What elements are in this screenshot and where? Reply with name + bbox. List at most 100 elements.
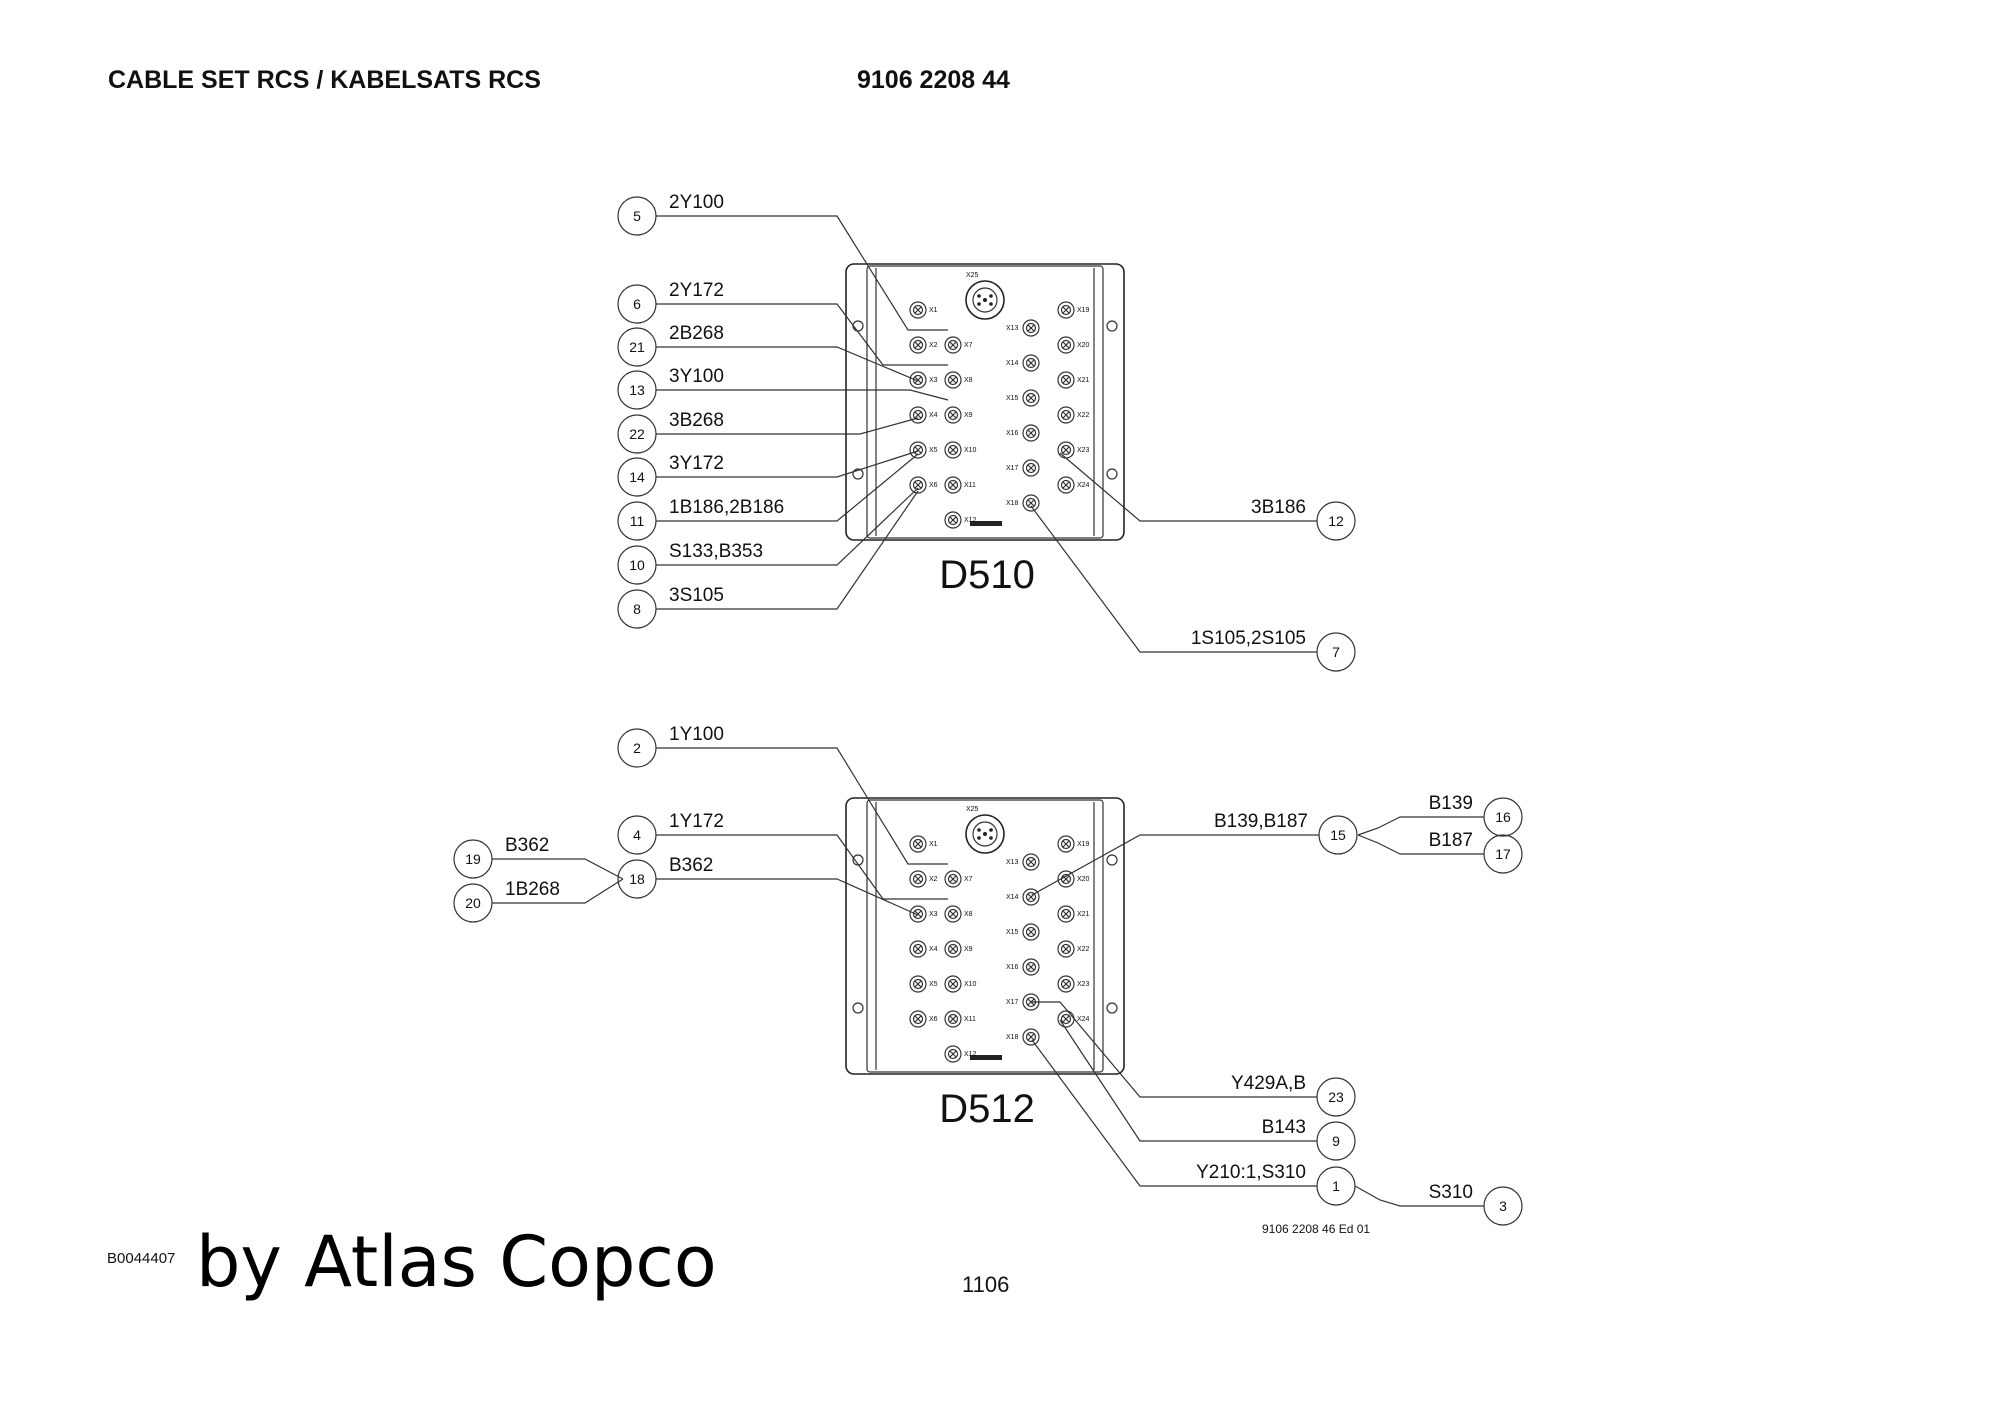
callout-bubble: [617, 457, 657, 497]
pin-label: X10: [964, 447, 977, 454]
pin-x12: X12: [944, 1045, 977, 1063]
pin-label: X17: [1006, 465, 1019, 472]
pin-label: X22: [1077, 412, 1090, 419]
mounting-hole: [1106, 854, 1118, 866]
unit-d512: X25 D512 X1X2X3X4X5X6X7X8X9X10X11X12X13X…: [492, 747, 1484, 1207]
callout-number: 19: [465, 851, 481, 867]
callout-bubble: [1316, 1166, 1356, 1206]
unit-d510: X25 D510 X1X2X3X4X5X6X7X8X9X10X11X12X13X…: [656, 215, 1317, 653]
pin-x24: X24: [1057, 476, 1090, 494]
pin-label: X16: [1006, 430, 1019, 437]
pin-x9: X9: [944, 406, 973, 424]
callout-number: 21: [629, 339, 645, 355]
pin-label: X23: [1077, 981, 1090, 988]
pin-label: X10: [964, 981, 977, 988]
callout-label: S310: [1429, 1182, 1473, 1203]
pin-label: X11: [964, 1016, 976, 1023]
pin-x20: X20: [1057, 870, 1090, 888]
pin-label: X6: [929, 482, 938, 489]
pin-x23: X23: [1057, 441, 1090, 459]
pin-label: X3: [929, 911, 938, 918]
pin-x7: X7: [944, 870, 973, 888]
edition-note: 9106 2208 46 Ed 01: [1262, 1222, 1370, 1236]
pin-x5: X5: [909, 975, 938, 993]
pin-label: X21: [1077, 911, 1090, 918]
pin-label: X9: [964, 946, 973, 953]
pin-label: X15: [1006, 395, 1019, 402]
pin-group: X1X2X3X4X5X6X7X8X9X10X11X12X13X14X15X16X…: [909, 835, 1090, 1063]
mounting-hole: [852, 320, 864, 332]
callout-number: 12: [1328, 513, 1344, 529]
callout-number: 18: [629, 871, 645, 887]
credit-text: by Atlas Copco: [196, 1221, 717, 1303]
pin-label: X12: [964, 1051, 977, 1058]
callout-bubble: [1316, 1077, 1356, 1117]
page-number: 1106: [962, 1272, 1010, 1297]
logo-mark: [970, 521, 1002, 526]
pin-x15: X15: [1006, 923, 1040, 941]
callout-number: 9: [1332, 1133, 1340, 1149]
callout-label: Y210:1,S310: [1196, 1162, 1306, 1183]
pin-label: X3: [929, 377, 938, 384]
callout-bubble: [617, 545, 657, 585]
callout-label: 3B268: [669, 410, 724, 431]
pin-label: X19: [1077, 841, 1090, 848]
callout-label: Y429A,B: [1231, 1073, 1306, 1094]
callout-bubble: [617, 728, 657, 768]
pin-label: X14: [1006, 894, 1019, 901]
pin-label: X22: [1077, 946, 1090, 953]
unit-outer-frame: [845, 263, 1125, 541]
pin-x21: X21: [1057, 905, 1090, 923]
callout-bubble: [617, 414, 657, 454]
pin-x15: X15: [1006, 389, 1040, 407]
pin-x14: X14: [1006, 354, 1040, 372]
callout-bubble: [617, 284, 657, 324]
drawing-code: B0044407: [107, 1250, 176, 1267]
pin-x18: X18: [1006, 1028, 1040, 1046]
callout-label: B143: [1262, 1117, 1306, 1138]
callout-9: 9 B143: [1262, 1117, 1356, 1161]
pin-x7: X7: [944, 336, 973, 354]
pin-x13: X13: [1006, 853, 1040, 871]
callout-number: 13: [629, 382, 645, 398]
callout-number: 17: [1495, 846, 1511, 862]
pin-label: X15: [1006, 929, 1019, 936]
pin-x1: X1: [909, 301, 938, 319]
pin-x16: X16: [1006, 958, 1040, 976]
pin-x2: X2: [909, 336, 938, 354]
callout-label: 1Y172: [669, 811, 724, 832]
pin-label: X24: [1077, 482, 1090, 489]
pin-x19: X19: [1057, 835, 1090, 853]
callout-label: 3Y172: [669, 453, 724, 474]
pin-label: X7: [964, 342, 973, 349]
callout-label: B139,B187: [1214, 811, 1308, 832]
callout-number: 4: [633, 827, 641, 843]
pin-label: X2: [929, 342, 938, 349]
callout-bubble: [1483, 1186, 1523, 1226]
unit-outer-frame: [845, 797, 1125, 1075]
leader-lines: [492, 747, 1484, 1207]
callout-bubble: [617, 327, 657, 367]
pin-x6: X6: [909, 476, 938, 494]
unit-label: D512: [939, 1087, 1035, 1131]
pin-label: X1: [929, 841, 938, 848]
callout-number: 20: [465, 895, 481, 911]
callout-bubble: [1316, 632, 1356, 672]
mounting-hole: [852, 1002, 864, 1014]
callout-label: 3Y100: [669, 366, 724, 387]
pin-label: X19: [1077, 307, 1090, 314]
pin-x6: X6: [909, 1010, 938, 1028]
pin-x22: X22: [1057, 940, 1090, 958]
unit-inner-frame: [866, 799, 1104, 1073]
callout-number: 16: [1495, 809, 1511, 825]
document-title: CABLE SET RCS / KABELSATS RCS: [108, 66, 541, 94]
pin-x3: X3: [909, 371, 938, 389]
pin-label: X20: [1077, 342, 1090, 349]
leader-lines: [656, 215, 1317, 653]
